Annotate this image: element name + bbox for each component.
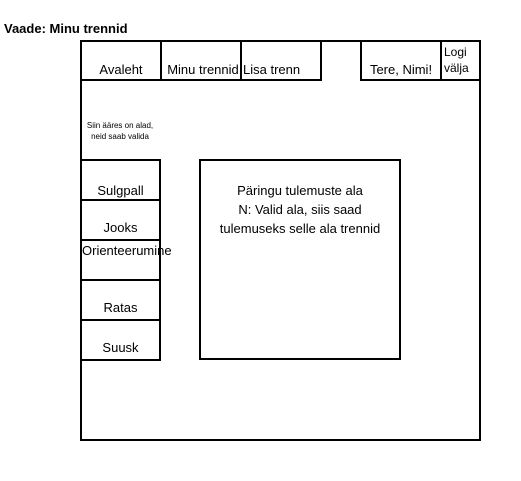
sidebar-item-running[interactable]: Jooks [80,199,161,241]
sidebar-item-orienteering[interactable]: Orienteerumine [80,239,172,281]
add-training-button[interactable]: Lisa trenn [240,40,322,81]
user-greeting: Tere, Nimi! [360,40,442,81]
sidebar-item-label: Orienteerumine [82,243,172,258]
home-button-label: Avaleht [99,62,143,77]
logout-button-label: Logi välja [444,45,469,75]
sidebar-item-badminton[interactable]: Sulgpall [80,159,161,201]
results-line-1: Päringu tulemuste ala [237,183,363,198]
results-line-3: tulemuseks selle ala trennid [219,221,381,236]
sidebar-item-skiing[interactable]: Suusk [80,319,161,361]
my-trainings-button[interactable]: Minu trennid [160,40,242,81]
view-title: Vaade: Minu trennid [4,21,128,36]
sidebar-item-label: Sulgpall [97,183,144,198]
add-training-button-label: Lisa trenn [243,62,301,77]
sidebar-item-label: Suusk [102,340,139,355]
results-area: Päringu tulemuste ala N: Valid ala, siis… [199,159,401,360]
user-greeting-label: Tere, Nimi! [369,62,433,77]
home-button[interactable]: Avaleht [80,40,162,81]
results-line-2: N: Valid ala, siis saad [238,202,362,217]
logout-button[interactable]: Logi välja [440,40,481,81]
sidebar-item-label: Ratas [103,300,138,315]
sidebar-hint: Siin ääres on alad, neid saab valida [86,121,154,141]
sidebar-item-label: Jooks [103,220,138,235]
my-trainings-button-label: Minu trennid [167,62,239,77]
sidebar-item-cycling[interactable]: Ratas [80,279,161,321]
